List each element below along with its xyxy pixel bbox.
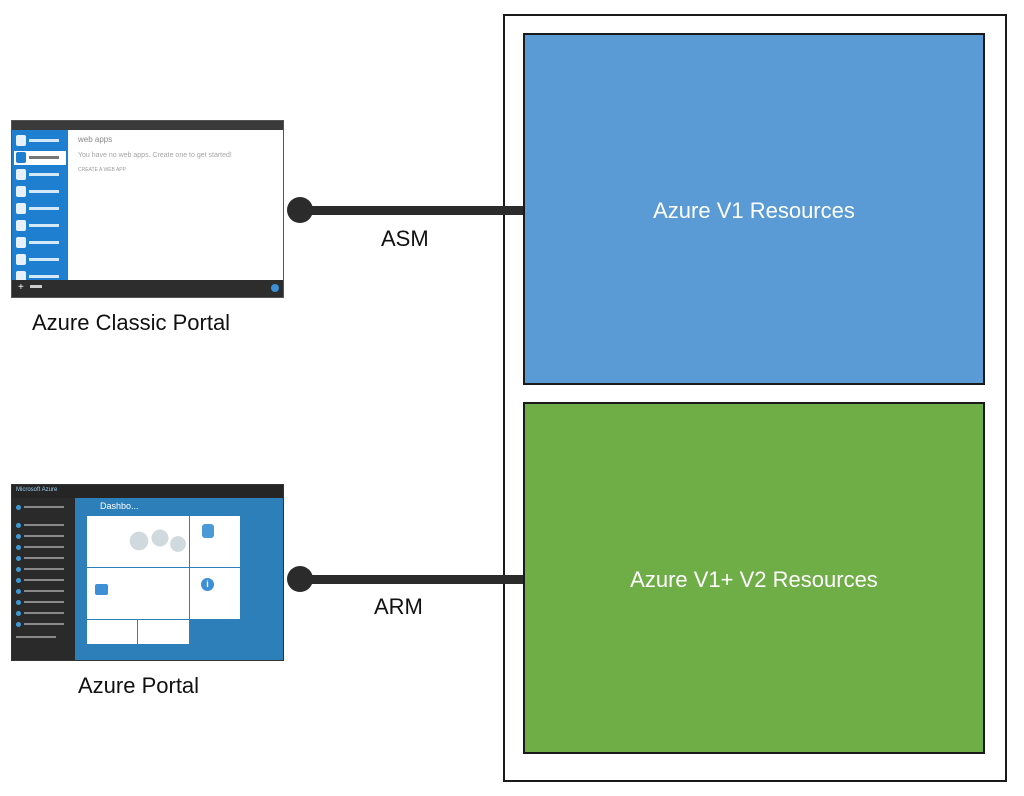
classic-sidebar-item	[14, 236, 66, 250]
classic-sidebar-item	[14, 185, 66, 199]
azure-sidebar-item	[16, 610, 72, 617]
globe-icon	[16, 152, 26, 163]
new-button-text	[30, 285, 42, 288]
asm-connector-line	[300, 206, 523, 215]
classic-sidebar-item	[14, 253, 66, 267]
monitor-icon	[16, 169, 26, 180]
classic-sidebar-item-web-apps	[14, 151, 66, 165]
azure-portal-brand: Microsoft Azure	[16, 487, 58, 493]
azure-sidebar-item	[16, 566, 72, 573]
grid-icon	[16, 135, 26, 146]
service-health-tile	[87, 516, 189, 567]
resource-icon	[16, 556, 21, 561]
azure-sidebar-item	[16, 577, 72, 584]
azure-sidebar-item	[16, 522, 72, 529]
azure-v1-resources-box: Azure V1 Resources	[523, 33, 985, 385]
feedback-tile	[87, 620, 137, 644]
settings-icon	[16, 254, 26, 265]
classic-sidebar-item	[14, 134, 66, 148]
azure-v1-resources-label: Azure V1 Resources	[653, 198, 855, 223]
classic-sidebar-item	[14, 202, 66, 216]
azure-portal-screenshot: Microsoft Azure Dashbo... i	[11, 484, 284, 661]
menu-icon	[16, 505, 21, 510]
azure-v1-v2-resources-box: Azure V1+ V2 Resources	[523, 402, 985, 754]
info-icon: i	[201, 578, 214, 591]
help-icon	[271, 284, 279, 292]
arm-connector-line	[300, 575, 523, 584]
resource-icon	[16, 611, 21, 616]
azure-sidebar-item	[16, 555, 72, 562]
classic-portal-screen-message: You have no web apps. Create one to get …	[78, 152, 232, 159]
azure-portal-topbar: Microsoft Azure	[12, 485, 283, 498]
azure-portal-dashboard-title: Dashbo...	[100, 501, 139, 511]
world-map-icon	[127, 526, 187, 556]
azure-sidebar-item	[16, 588, 72, 595]
marketplace-tile	[87, 568, 189, 619]
resource-icon	[16, 534, 21, 539]
azure-sidebar-item	[16, 544, 72, 551]
arm-label: ARM	[374, 594, 423, 619]
azure-sidebar-item	[16, 634, 72, 641]
resource-icon	[16, 589, 21, 594]
plus-icon: +	[18, 282, 24, 293]
whats-new-tile: i	[190, 568, 240, 619]
cloud-icon	[16, 203, 26, 214]
help-support-tile	[190, 516, 240, 567]
classic-portal-sidebar	[12, 130, 68, 282]
storage-icon	[16, 237, 26, 248]
azure-classic-portal-screenshot: web apps You have no web apps. Create on…	[11, 120, 284, 298]
azure-portal-caption: Azure Portal	[78, 673, 200, 698]
resource-icon	[16, 622, 21, 627]
classic-portal-topbar	[12, 121, 283, 130]
classic-portal-create-link: CREATE A WEB APP	[78, 167, 126, 173]
resource-icon	[16, 567, 21, 572]
resource-icon	[16, 545, 21, 550]
azure-classic-portal-caption: Azure Classic Portal	[32, 310, 231, 335]
gear-icon	[16, 271, 26, 282]
azure-sidebar-item	[16, 504, 72, 511]
support-icon	[202, 524, 214, 538]
azure-sidebar-item	[16, 621, 72, 628]
classic-portal-tile	[138, 620, 189, 644]
classic-portal-bottombar: +	[12, 280, 283, 297]
classic-sidebar-item	[14, 168, 66, 182]
resource-icon	[16, 600, 21, 605]
shopping-bag-icon	[95, 584, 108, 595]
resource-icon	[16, 578, 21, 583]
resource-icon	[16, 523, 21, 528]
azure-v1-v2-resources-label: Azure V1+ V2 Resources	[630, 567, 878, 592]
azure-sidebar-item	[16, 599, 72, 606]
azure-portal-sidebar	[12, 498, 75, 660]
database-icon	[16, 220, 26, 231]
classic-sidebar-item	[14, 270, 66, 284]
classic-sidebar-item	[14, 219, 66, 233]
azure-sidebar-item	[16, 533, 72, 540]
classic-portal-screen-title: web apps	[78, 135, 113, 144]
asm-label: ASM	[381, 226, 429, 251]
service-icon	[16, 186, 26, 197]
